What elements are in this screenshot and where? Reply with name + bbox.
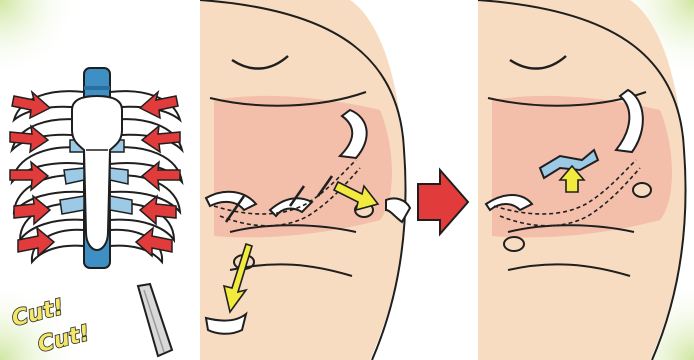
face-panel-before: [200, 0, 410, 360]
red-arrow-icon: [418, 170, 468, 234]
scalpel-icon: [138, 284, 172, 356]
face-panel-after: [478, 0, 686, 360]
rib-cage-icon: [10, 68, 182, 268]
